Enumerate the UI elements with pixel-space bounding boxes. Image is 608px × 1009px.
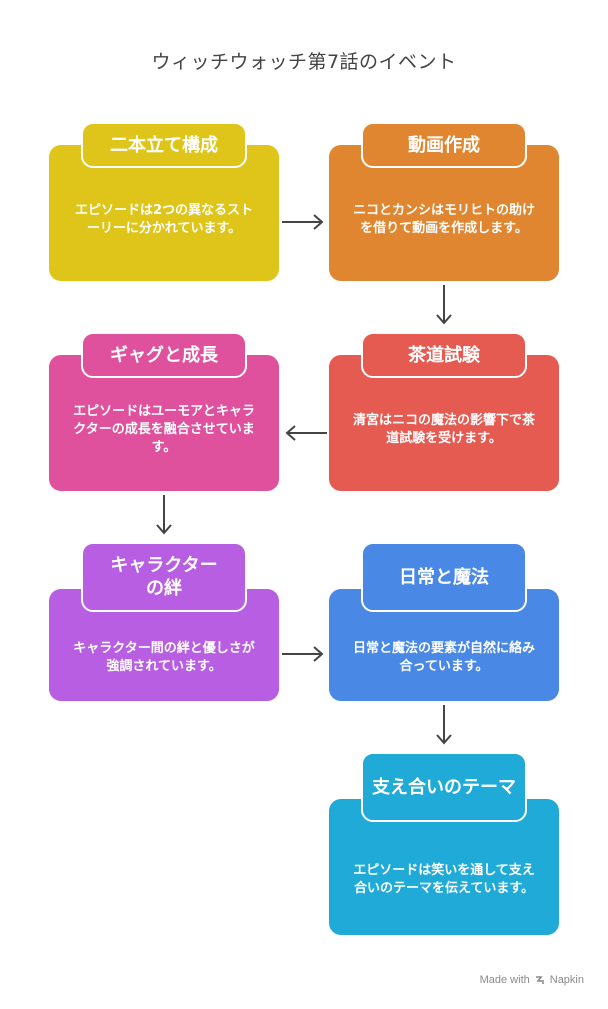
node-title-text: ギャグと成長 bbox=[110, 344, 218, 366]
arrow-down-icon bbox=[436, 285, 452, 325]
arrow-left-icon bbox=[285, 425, 327, 441]
napkin-brand: Napkin bbox=[549, 974, 584, 986]
node-title-bond: キャラクターの絆 bbox=[81, 542, 247, 612]
node-title-animation: 動画作成 bbox=[361, 122, 527, 168]
node-title-gag: ギャグと成長 bbox=[81, 332, 247, 378]
arrow-down-icon bbox=[156, 495, 172, 535]
napkin-logo-icon bbox=[535, 976, 544, 984]
node-title-daily: 日常と魔法 bbox=[361, 542, 527, 612]
node-desc: ニコとカンシはモリヒトの助けを借りて動画を作成します。 bbox=[352, 203, 535, 236]
node-title-support: 支え合いのテーマ bbox=[361, 752, 527, 822]
diagram-title: ウィッチウォッチ第7話のイベント bbox=[151, 51, 457, 73]
node-title-text: 茶道試験 bbox=[408, 344, 480, 366]
node-title-text: 二本立て構成 bbox=[110, 134, 218, 156]
node-title-tea: 茶道試験 bbox=[361, 332, 527, 378]
node-title-text: 動画作成 bbox=[408, 134, 480, 156]
node-title-text: 日常と魔法 bbox=[399, 566, 489, 588]
node-title-text: キャラクターの絆 bbox=[110, 555, 218, 599]
node-title-twin: 二本立て構成 bbox=[81, 122, 247, 168]
node-desc: エピソードは2つの異なるストーリーに分かれています。 bbox=[74, 203, 254, 236]
arrow-right-icon bbox=[282, 646, 324, 662]
node-desc: エピソードは笑いを通して支え合いのテーマを伝えています。 bbox=[353, 863, 535, 896]
made-with-napkin[interactable]: Made with Napkin bbox=[480, 974, 584, 986]
node-card-animation: ニコとカンシはモリヒトの助けを借りて動画を作成します。 bbox=[329, 145, 559, 281]
node-desc: 清宮はニコの魔法の影響下で茶道試験を受けます。 bbox=[352, 413, 535, 446]
made-with-label: Made with bbox=[479, 974, 530, 986]
node-desc: 日常と魔法の要素が自然に絡み合っています。 bbox=[352, 641, 535, 674]
node-title-text: 支え合いのテーマ bbox=[372, 776, 516, 798]
arrow-right-icon bbox=[282, 214, 324, 230]
node-desc: キャラクター間の絆と優しさが強調されています。 bbox=[73, 641, 255, 674]
node-desc: エピソードはユーモアとキャラクターの成長を融合させています。 bbox=[73, 404, 255, 455]
arrow-down-icon bbox=[436, 705, 452, 745]
